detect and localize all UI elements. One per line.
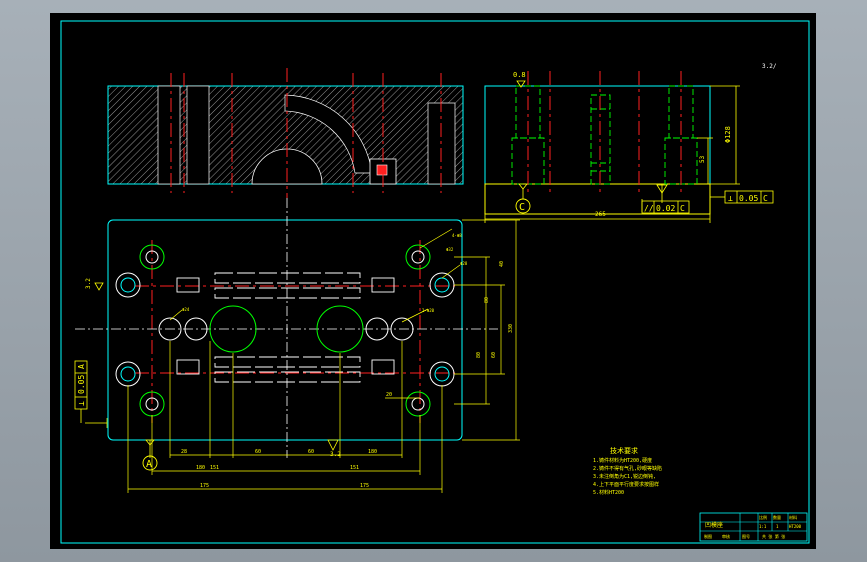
plan-bottom-dim-9: 175 <box>360 483 369 489</box>
drawing-canvas[interactable]: 265 Φ128 53 0.8 C // 0.02 C <box>50 13 816 549</box>
svg-text:⊥: ⊥ <box>728 194 733 203</box>
tolerance-parallel-frame: // 0.02 C <box>641 200 690 214</box>
plan-bottom-dim-4: 60 <box>308 449 314 455</box>
side-view-upper <box>484 85 711 185</box>
title-qty-label: 数量 <box>773 514 781 520</box>
hole-label-4: 2-Φ20 <box>422 308 435 313</box>
front-section-view <box>107 68 464 198</box>
plan-right-dim-5: 330 <box>508 324 514 333</box>
technical-notes: 技术要求 1.铸件材料为HT200,硬度 2.铸件不得有气孔,砂眼等缺陷 3.未… <box>593 446 662 496</box>
title-drawn: 制图 <box>704 533 712 539</box>
title-scale-value: 1:1 <box>759 524 767 529</box>
plan-right-dim-4: 40 <box>499 261 505 267</box>
svg-text:A: A <box>77 364 86 369</box>
svg-text:C: C <box>680 204 685 213</box>
svg-text:0.05: 0.05 <box>739 194 758 203</box>
datum-a-circle <box>142 455 158 471</box>
plan-bottom-dim-5: 180 <box>368 449 377 455</box>
hole-label-3: Φ28 <box>460 261 468 266</box>
hole-label-2: Φ32 <box>446 247 454 252</box>
notes-line-5: 5.材料HT200 <box>593 489 624 496</box>
svg-text:C: C <box>763 194 768 203</box>
hole-label-1: 4-Φ8 <box>452 233 462 238</box>
plan-bottom-dim-2: 180 <box>196 465 205 471</box>
drawing-svg: 265 Φ128 53 0.8 C // 0.02 C <box>60 20 810 544</box>
side-small-dim: 53 <box>699 155 706 163</box>
outer-frame <box>60 20 810 544</box>
plan-view-outline <box>107 219 463 441</box>
tolerance-left-frame: A 0.05 ⊥ <box>74 360 88 423</box>
title-part-name: 凹模座 <box>705 521 723 529</box>
plan-bottom-dim-1: 28 <box>181 449 187 455</box>
plan-right-dim-2: 60 <box>491 352 497 358</box>
title-material-label: 材料 <box>789 514 797 520</box>
hole-label-5: Φ24 <box>182 307 190 312</box>
datum-c-label: C <box>519 202 525 213</box>
notes-line-3: 3.未注倒角为C1,锐边倒钝, <box>593 473 656 480</box>
title-scale-label: 比例 <box>759 514 767 520</box>
datum-c-circle <box>515 198 531 214</box>
title-sheet: 共 张 第 张 <box>762 533 785 539</box>
title-qty-value: 1 <box>776 524 779 529</box>
plan-roughness-left: 3.2 <box>85 278 92 289</box>
svg-text:0.02: 0.02 <box>656 204 675 213</box>
notes-line-1: 1.铸件材料为HT200,硬度 <box>593 457 652 464</box>
plan-view: 28 180 60 60 180 151 151 175 175 80 60 8… <box>74 198 520 493</box>
svg-text://: // <box>644 204 654 213</box>
title-checked: 审核 <box>722 533 730 539</box>
notes-line-2: 2.铸件不得有气孔,砂眼等缺陷 <box>593 465 662 472</box>
notes-title: 技术要求 <box>610 446 638 455</box>
svg-text:⊥: ⊥ <box>77 401 86 406</box>
svg-text:0.05: 0.05 <box>77 375 86 394</box>
plan-right-dim-1: 80 <box>484 297 490 303</box>
datum-a-label: A <box>146 459 152 470</box>
title-material-value: HT200 <box>789 524 802 529</box>
title-block: 凹模座 比例 数量 材料 1:1 1 HT200 制图 审核 图号 共 张 第 … <box>699 512 808 542</box>
plan-bottom-dim-8: 175 <box>200 483 209 489</box>
tolerance-flatness-frame: ⊥ 0.05 C <box>710 190 774 204</box>
plan-left-dim: 20 <box>386 392 392 398</box>
side-height-dim: Φ128 <box>724 126 732 143</box>
side-view: 265 Φ128 53 0.8 C // 0.02 C <box>484 71 774 223</box>
plan-right-dim-3: 80 <box>476 352 482 358</box>
general-roughness-note: 3.2/ <box>762 63 777 70</box>
plan-bottom-dim-7: 151 <box>350 465 359 471</box>
side-roughness: 0.8 <box>513 71 526 79</box>
plan-roughness-bottom: 3.2 <box>330 451 341 458</box>
title-drawing-no: 图号 <box>742 533 750 539</box>
plan-bottom-dim-3: 60 <box>255 449 261 455</box>
notes-line-4: 4.上下平面平行度要求按图样 <box>593 481 659 488</box>
side-width-dim: 265 <box>595 211 606 218</box>
plan-bottom-dim-6: 151 <box>210 465 219 471</box>
